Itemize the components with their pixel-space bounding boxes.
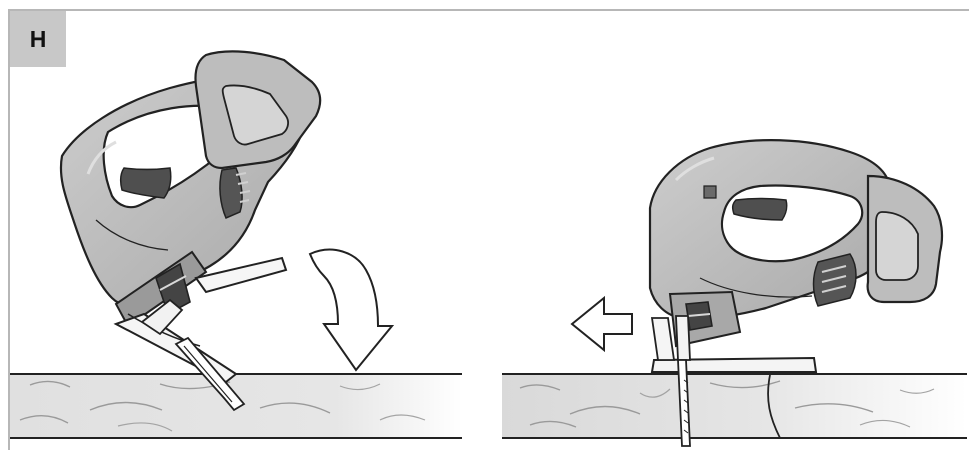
step-label: H <box>10 11 66 67</box>
curved-down-arrow-icon <box>308 248 395 372</box>
left-border-line <box>8 9 10 450</box>
top-border-line <box>8 9 969 11</box>
right-workpiece-board <box>502 373 967 439</box>
left-jigsaw-illustration <box>59 50 322 412</box>
right-jigsaw-illustration <box>648 139 944 447</box>
left-arrow-icon <box>570 295 633 353</box>
